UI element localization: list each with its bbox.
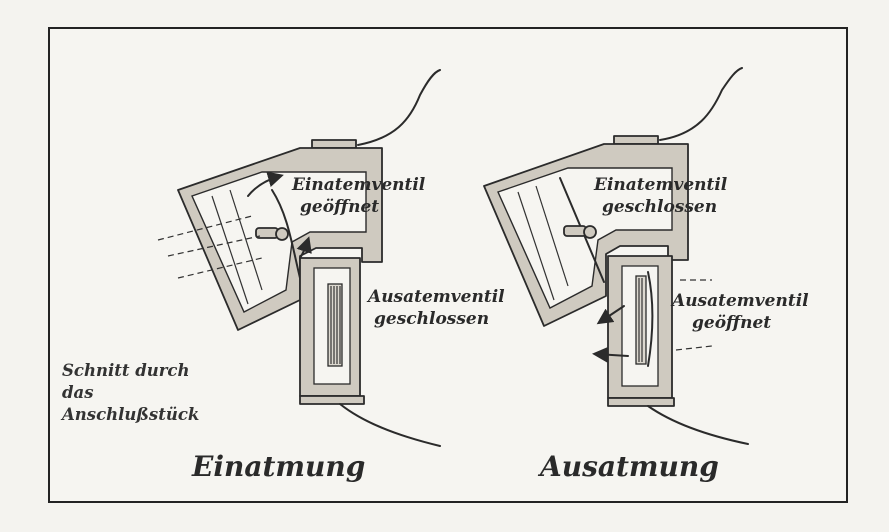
caption-line1: Schnitt durch	[62, 361, 189, 380]
caption-line2: das	[62, 383, 94, 402]
left-valve2-line1: Ausatemventil	[366, 287, 505, 307]
right-bottom-hose	[647, 405, 749, 445]
right-exhale-valve	[635, 275, 647, 365]
right-top-clip	[613, 135, 659, 145]
diagram-frame	[48, 27, 848, 503]
right-valve1-line2: geschlossen	[602, 197, 717, 217]
caption-line3: Anschlußstück	[60, 405, 199, 424]
right-valve1-line1: Einatemventil	[593, 175, 728, 195]
right-valve-knob	[563, 225, 587, 237]
left-bottom-plate	[299, 395, 365, 405]
right-valve2-line2: geöffnet	[692, 313, 771, 333]
left-valve1-line2: geöffnet	[300, 197, 379, 217]
left-valve2-line2: geschlossen	[374, 309, 489, 329]
left-inhale-valve-disc	[271, 189, 301, 279]
left-top-clip	[311, 139, 357, 149]
left-strap-curve	[357, 69, 441, 146]
right-bottom-plate	[607, 397, 675, 407]
left-title: Einatmung	[191, 450, 365, 483]
left-valve1-line1: Einatemventil	[291, 175, 426, 195]
right-connector-assembly	[483, 67, 749, 445]
left-bottom-hose	[339, 403, 441, 447]
left-connector-assembly	[157, 69, 441, 447]
right-valve2-line1: Ausatemventil	[670, 291, 809, 311]
right-title: Ausatmung	[537, 450, 719, 483]
right-strap-curve	[659, 67, 743, 141]
